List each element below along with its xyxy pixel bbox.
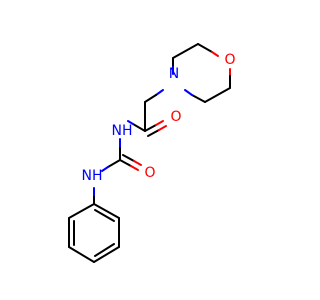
bond-ring-2 (172, 43, 199, 59)
atom-morpholine-o: O (224, 52, 235, 68)
morpholine-ring (172, 43, 231, 103)
bond-urea-nh-n (101, 166, 109, 172)
bond-ring-5 (204, 87, 231, 103)
bond-ph-4 (68, 246, 95, 263)
atom-urea-o: O (144, 165, 155, 181)
bond-amide-co-a-o (155, 120, 164, 126)
bond-amide-co-a (144, 124, 157, 132)
bond-ph-1 (93, 203, 120, 219)
bond-ph-inner-2 (94, 243, 115, 257)
bond-amide-co-b-o (158, 125, 167, 131)
atom-amide-o: O (170, 109, 181, 125)
bond-urea-co-a-o (130, 165, 139, 171)
bond-c-nh (132, 123, 146, 132)
atom-urea-nh: NH (82, 168, 103, 184)
bond-urea-co-b (122, 154, 135, 162)
bond-urea-co-a (119, 159, 132, 167)
bond-ph-3 (93, 246, 120, 263)
bond-c-nh-n (127, 120, 134, 125)
bond-n-ch2 (144, 94, 157, 103)
bond-ring-6 (191, 94, 206, 103)
chemical-structure: O N O NH O NH (68, 43, 236, 263)
bond-ph-inner-1 (94, 209, 115, 222)
bond-ph-6 (68, 203, 95, 219)
bond-urea-co-b-o (133, 160, 142, 166)
atom-amide-nh: NH (112, 123, 133, 139)
bond-ring-3 (197, 43, 213, 53)
bond-ring-6n (184, 89, 193, 96)
phenyl-ring (68, 203, 120, 263)
atom-morpholine-n: N (169, 66, 179, 82)
bond-n-ch2-n (155, 89, 164, 96)
bond-urea-nh (107, 159, 121, 168)
bond-ring-3o (211, 51, 219, 57)
bond-amide-co-b (147, 129, 160, 137)
